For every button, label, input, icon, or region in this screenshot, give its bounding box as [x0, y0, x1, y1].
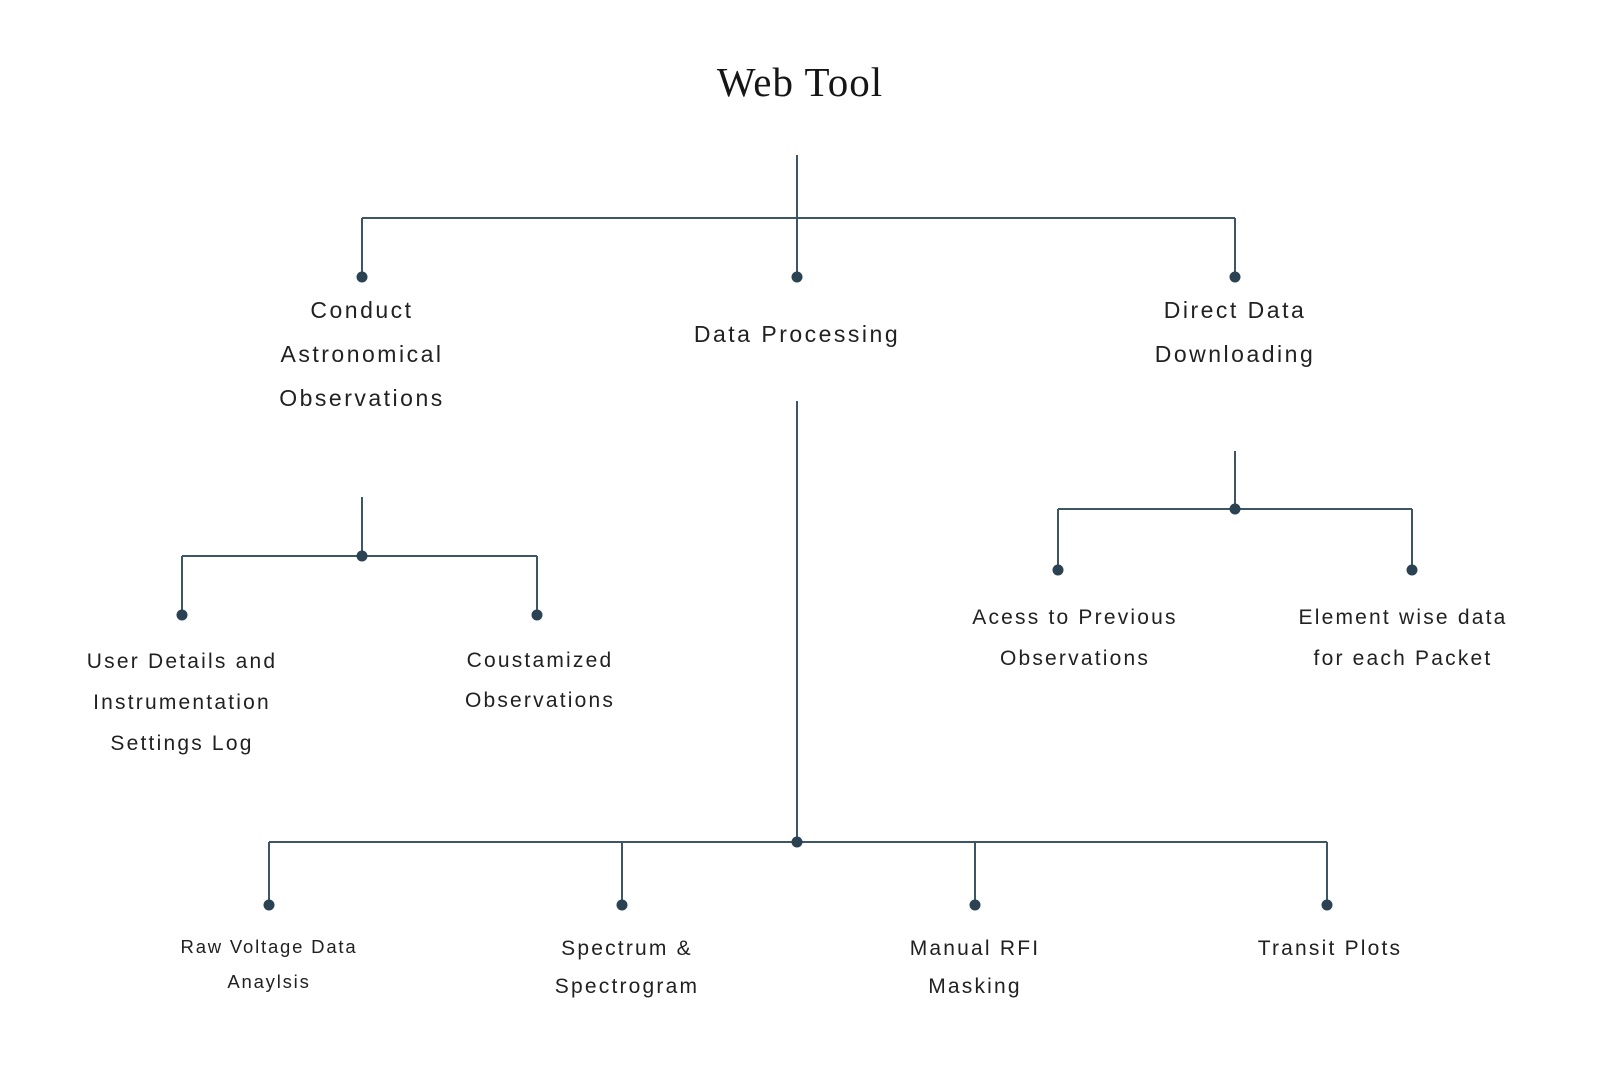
- dot-element-wise: [1406, 564, 1418, 576]
- node-manual-rfi-masking: Manual RFI Masking: [835, 930, 1115, 1006]
- node-label-line: User Details and: [86, 650, 278, 673]
- node-label-line: Coustamized: [466, 649, 614, 672]
- dot-user-details: [176, 609, 188, 621]
- dot-data-processing: [791, 271, 803, 283]
- node-label-line: Observations: [999, 647, 1151, 670]
- node-spectrum-spectrogram: Spectrum & Spectrogram: [487, 930, 767, 1006]
- node-label-line: Masking: [928, 975, 1022, 998]
- node-label-line: Element wise data: [1298, 606, 1508, 629]
- node-direct-data-downloading: Direct Data Downloading: [1075, 288, 1395, 376]
- dot-raw-voltage: [263, 899, 275, 911]
- dot-direct-junction: [1229, 503, 1241, 515]
- node-label-line: Observations: [464, 689, 616, 712]
- diagram-title: Web Tool: [716, 59, 884, 105]
- node-transit-plots: Transit Plots: [1190, 930, 1470, 968]
- dot-spectrum: [616, 899, 628, 911]
- node-data-processing: Data Processing: [627, 312, 967, 356]
- node-label-line: Transit Plots: [1257, 937, 1403, 960]
- dot-customized: [531, 609, 543, 621]
- dot-conduct-junction: [356, 550, 368, 562]
- node-access-to-previous-observations: Acess to Previous Observations: [915, 597, 1235, 679]
- node-label-line: Acess to Previous: [972, 606, 1178, 629]
- node-raw-voltage-data-analysis: Raw Voltage Data Anaylsis: [129, 929, 409, 999]
- node-customized-observations: Coustamized Observations: [400, 641, 680, 721]
- node-label-line: Spectrum &: [561, 937, 693, 960]
- dot-rfi-masking: [969, 899, 981, 911]
- node-label-line: Data Processing: [693, 321, 901, 347]
- dot-conduct: [356, 271, 368, 283]
- node-label-line: Instrumentation: [93, 691, 271, 714]
- node-label-line: Conduct: [310, 297, 414, 323]
- dot-dataproc-junction: [791, 836, 803, 848]
- node-label-line: Astronomical: [280, 341, 444, 367]
- node-user-details-instrumentation-settings-log: User Details and Instrumentation Setting…: [32, 641, 332, 764]
- node-label-line: Manual RFI: [909, 937, 1041, 960]
- node-label-line: Direct Data: [1163, 297, 1307, 323]
- node-element-wise-data-for-each-packet: Element wise data for each Packet: [1233, 597, 1573, 679]
- node-label-line: Anaylsis: [227, 971, 311, 992]
- node-conduct-astronomical-observations: Conduct Astronomical Observations: [212, 288, 512, 420]
- node-label-line: Raw Voltage Data: [180, 936, 358, 957]
- dot-transit-plots: [1321, 899, 1333, 911]
- node-label-line: for each Packet: [1313, 647, 1493, 670]
- dot-direct: [1229, 271, 1241, 283]
- node-label-line: Observations: [279, 385, 445, 411]
- node-label-line: Spectrogram: [554, 975, 700, 998]
- dot-access-previous: [1052, 564, 1064, 576]
- node-label-line: Downloading: [1154, 341, 1316, 367]
- node-label-line: Settings Log: [110, 732, 254, 755]
